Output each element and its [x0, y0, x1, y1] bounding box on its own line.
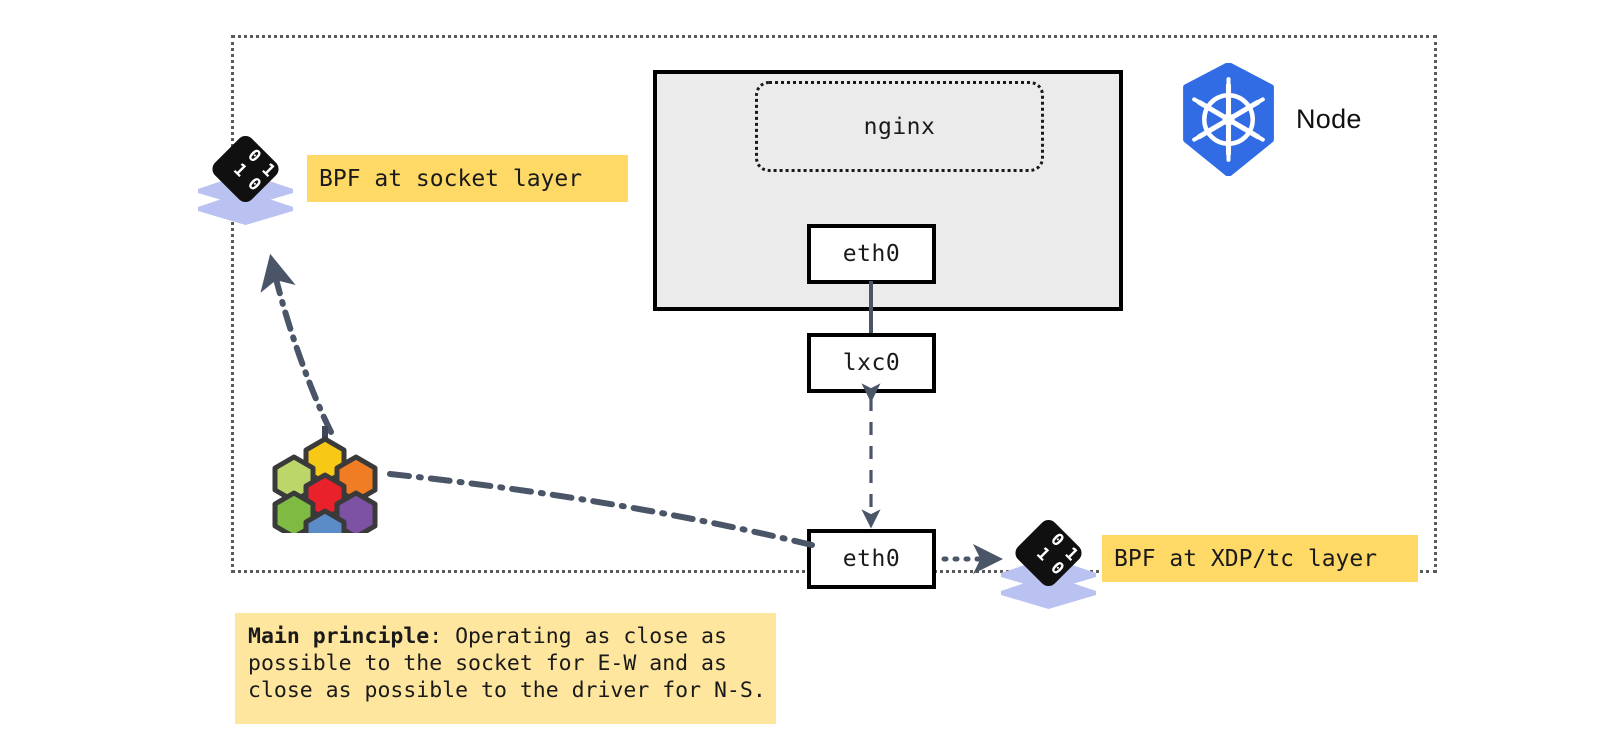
callout-text-socket: BPF at socket layer	[319, 165, 583, 192]
interface-box-lxc0: lxc0	[807, 333, 936, 393]
callout-text-xdp: BPF at XDP/tc layer	[1114, 545, 1378, 572]
note-text-1: Operating as close as	[455, 624, 727, 649]
note-line-1: Main principle: Operating as close as	[248, 623, 762, 650]
connector-pod-eth0-to-lxc0	[869, 281, 873, 336]
note-strong-label: Main principle	[248, 624, 430, 649]
note-separator: :	[429, 624, 456, 649]
note-line-3: close as possible to the driver for N-S.	[248, 678, 766, 703]
container-label: nginx	[863, 113, 936, 140]
bpf-icon-socket: 1 0 0 1	[193, 133, 298, 225]
main-principle-note: Main principle: Operating as close as po…	[235, 613, 776, 724]
interface-label-lxc0: lxc0	[842, 350, 901, 376]
interface-box-pod-eth0: eth0	[807, 224, 936, 284]
note-line-2: possible to the socket for E-W and as	[248, 651, 727, 676]
cilium-icon	[268, 424, 381, 558]
bpf-icon-xdp: 1 0 0 1	[996, 517, 1101, 609]
kubernetes-icon	[1178, 61, 1279, 178]
node-label: Node	[1296, 104, 1362, 134]
container-box-nginx: nginx	[755, 81, 1044, 172]
interface-box-host-eth0: eth0	[807, 529, 936, 589]
interface-label-host-eth0: eth0	[842, 546, 901, 572]
callout-bpf-socket-layer: BPF at socket layer	[307, 155, 628, 202]
interface-label-pod-eth0: eth0	[842, 241, 901, 267]
callout-bpf-xdp-tc-layer: BPF at XDP/tc layer	[1102, 535, 1418, 582]
